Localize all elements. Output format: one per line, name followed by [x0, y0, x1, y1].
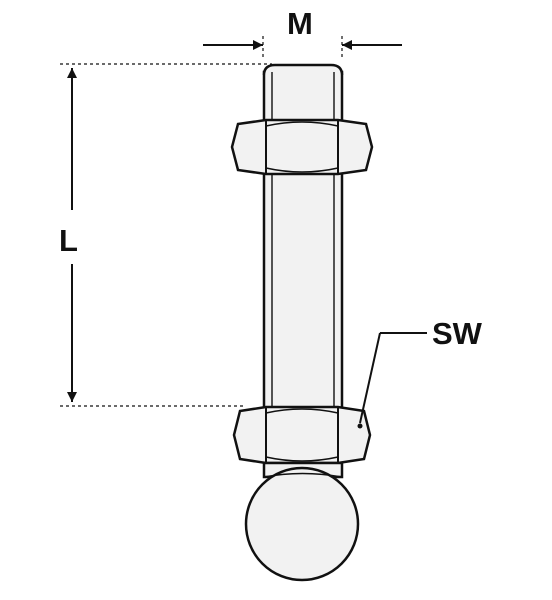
ball-foot [244, 461, 360, 582]
upper-hex-nut [230, 118, 374, 176]
wrench-size-label: SW [432, 316, 482, 351]
lower-hex-nut [232, 405, 372, 465]
length-label: L [59, 223, 78, 258]
thread-diameter-label: M [287, 6, 313, 41]
length-dimension [60, 63, 272, 407]
thread-diameter-dimension [203, 36, 402, 58]
wrench-size-callout [357, 332, 427, 429]
threaded-stud [262, 63, 344, 414]
